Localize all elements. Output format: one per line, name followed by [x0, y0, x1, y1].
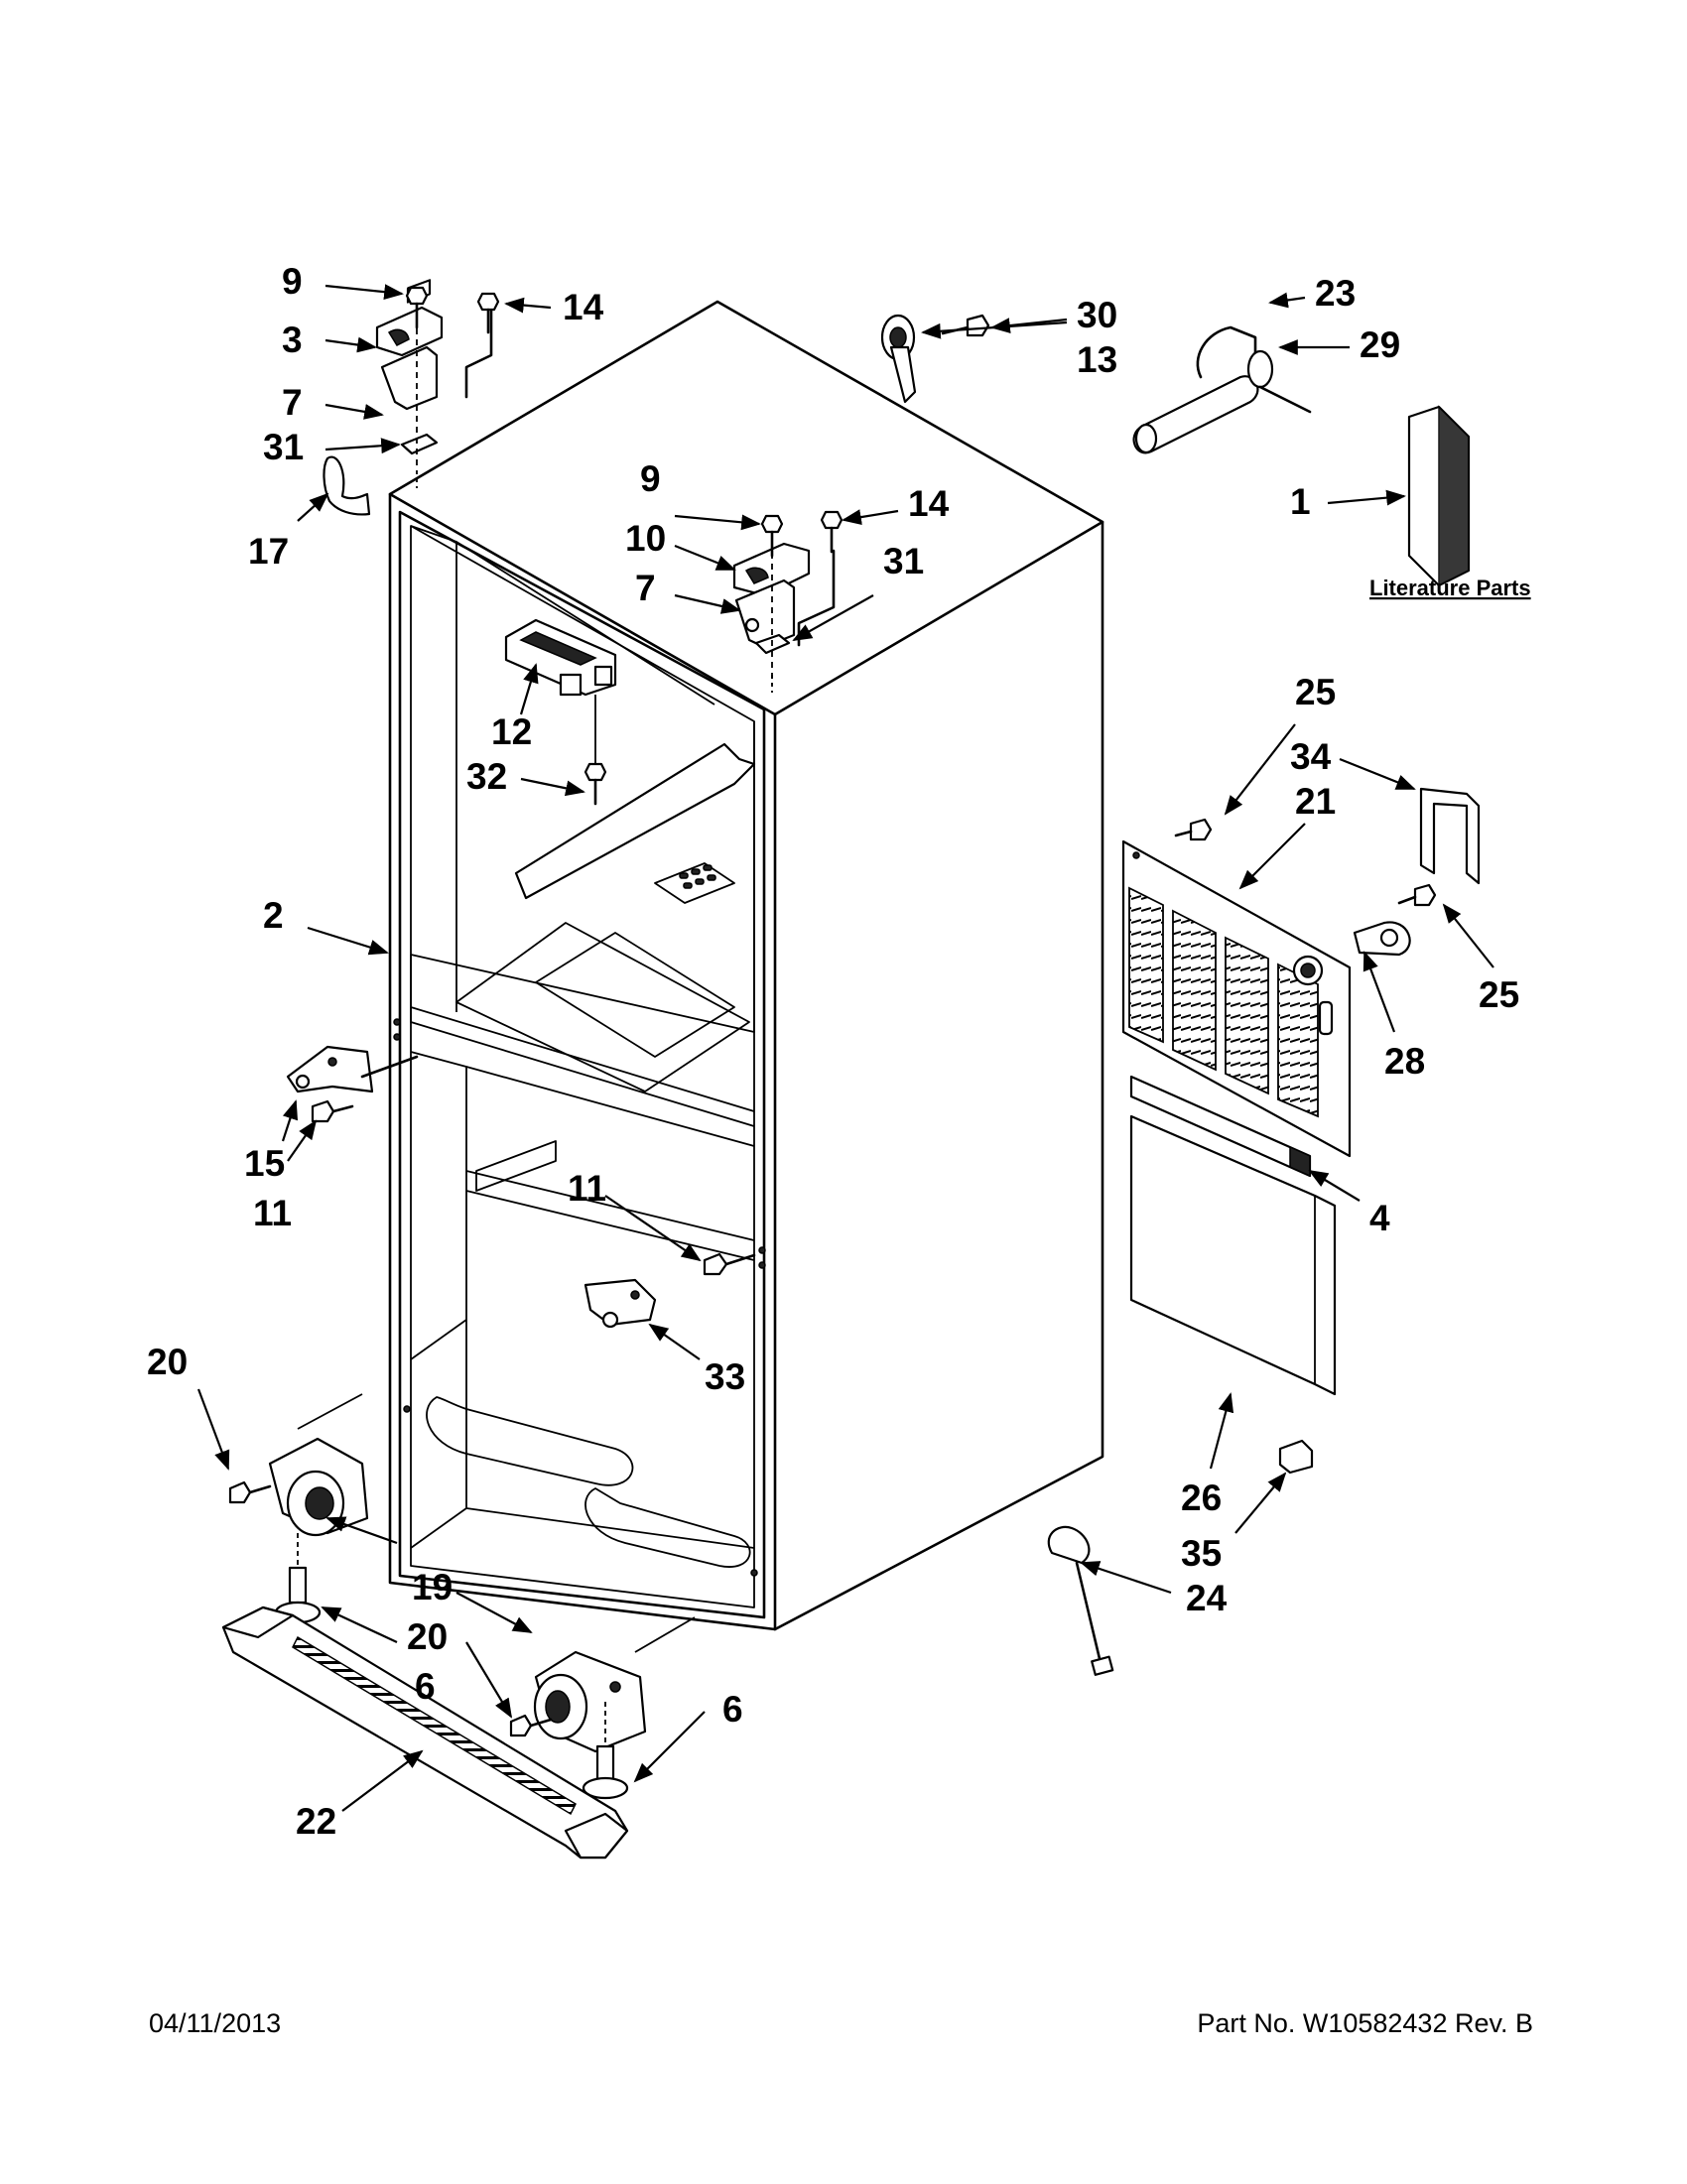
screw-25-top: [1174, 818, 1213, 841]
callout-7-center: 7: [635, 568, 656, 608]
literature-book-1: [1407, 405, 1471, 587]
callout-32: 32: [466, 756, 507, 797]
callout-19: 19: [412, 1567, 453, 1607]
screw-20-right: [509, 1714, 553, 1737]
callout-35: 35: [1181, 1533, 1222, 1574]
callout-29: 29: [1360, 324, 1400, 365]
callout-2: 2: [263, 895, 284, 936]
valve-13: [880, 314, 917, 404]
center-top-hinge: [732, 531, 836, 685]
base-grille-22: [221, 1606, 629, 1860]
leveler-6-right: [582, 1702, 629, 1800]
tube-23-29: [1132, 325, 1312, 454]
callout-31-top-left: 31: [263, 427, 304, 467]
callout-17: 17: [248, 531, 289, 572]
callout-11-right: 11: [568, 1168, 606, 1209]
screw-25-right: [1397, 883, 1437, 907]
tool-24: [1047, 1525, 1114, 1676]
bracket-33: [584, 1278, 657, 1329]
callout-11-left: 11: [253, 1193, 292, 1233]
callout-labels: 9 14 3 7 31 17 30 13 23 29 1 9 14 10 7 3…: [147, 261, 1531, 1842]
callout-13: 13: [1077, 339, 1117, 380]
leveler-6-left: [274, 1533, 322, 1624]
clip-34: [1419, 787, 1481, 885]
callout-7-top-left: 7: [282, 382, 303, 423]
screw-11-right: [703, 1252, 756, 1276]
callout-25-right: 25: [1479, 974, 1519, 1015]
kick-plate-26: [1129, 1114, 1337, 1396]
screw-30: [941, 314, 990, 337]
literature-parts-label: Literature Parts: [1369, 576, 1531, 600]
screw-32: [584, 762, 607, 806]
callout-9-top-left: 9: [282, 261, 303, 302]
callout-6-right: 6: [722, 1689, 743, 1730]
screw-9-top-left: [405, 286, 429, 329]
callout-20-left: 20: [147, 1342, 188, 1382]
top-left-hinge: [375, 279, 493, 466]
callout-25-top: 25: [1295, 672, 1336, 712]
clip-35: [1278, 1439, 1314, 1475]
louver-panel-21: [1121, 839, 1352, 1158]
shim-17: [323, 455, 371, 516]
screw-11-left: [311, 1099, 354, 1123]
callout-20-right: 20: [407, 1616, 448, 1657]
callout-30: 30: [1077, 295, 1117, 335]
vent-holes: [679, 864, 716, 889]
leader-lines: [196, 284, 1494, 1812]
callout-1: 1: [1290, 481, 1311, 522]
footer-part-number: Part No. W10582432 Rev. B: [1197, 2008, 1533, 2038]
callout-15: 15: [244, 1143, 285, 1184]
screw-14-top-left: [476, 292, 500, 334]
roller-assembly-right: [533, 1616, 696, 1753]
callout-4: 4: [1369, 1198, 1390, 1238]
screw-9-center: [760, 514, 784, 558]
callout-6-left: 6: [415, 1666, 436, 1707]
screw-20-left: [228, 1480, 272, 1504]
callout-28: 28: [1384, 1041, 1425, 1082]
bracket-15: [286, 1045, 419, 1093]
bracket-12: [504, 618, 617, 764]
callout-26: 26: [1181, 1477, 1222, 1518]
roller-assembly-left: [268, 1393, 369, 1537]
callout-14-top-left: 14: [563, 287, 604, 327]
callout-33: 33: [705, 1356, 745, 1397]
footer-date: 04/11/2013: [149, 2008, 281, 2038]
callout-21: 21: [1295, 781, 1336, 822]
callout-12: 12: [491, 711, 532, 752]
cabinet: [388, 300, 1104, 1631]
clamp-28: [1353, 921, 1411, 957]
callout-9-center: 9: [640, 458, 661, 499]
callout-23: 23: [1315, 273, 1356, 314]
callout-24: 24: [1186, 1578, 1228, 1618]
callout-3: 3: [282, 320, 303, 360]
callout-14-center: 14: [908, 483, 950, 524]
callout-10: 10: [625, 518, 666, 559]
screw-14-center: [820, 510, 844, 554]
callout-34: 34: [1290, 736, 1332, 777]
callout-22: 22: [296, 1801, 336, 1842]
callout-31-center: 31: [883, 541, 924, 581]
